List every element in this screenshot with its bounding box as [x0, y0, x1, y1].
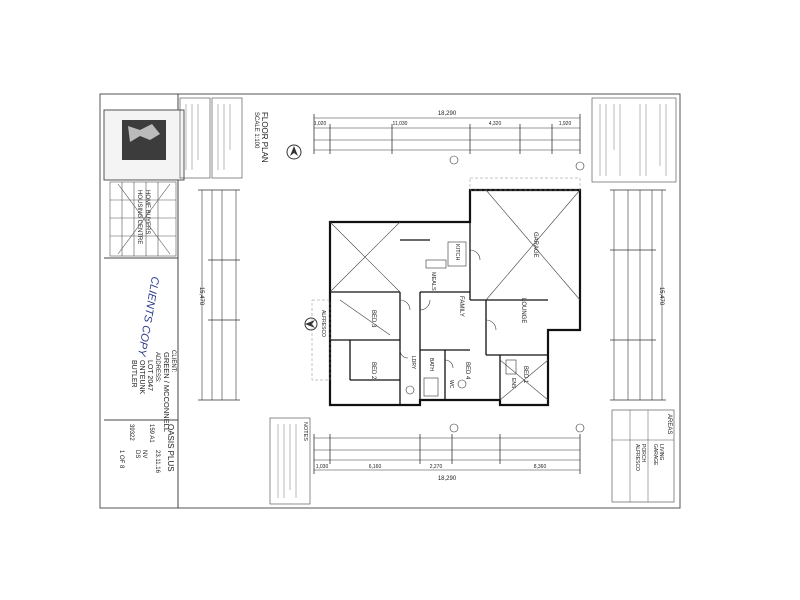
room-bath: BATH: [428, 358, 434, 371]
plan-date: 23.11.16: [154, 450, 160, 474]
overall-dimension-bottom: 18,290: [438, 476, 457, 482]
notes-top-left: [179, 97, 243, 179]
roof-diagonals: [329, 189, 581, 401]
schedule-heading: AREAS: [666, 414, 672, 434]
address-street: ONTEUNK: [138, 360, 145, 395]
room-alfresco: ALFRESCO: [320, 310, 326, 337]
room-meals: MEALS: [430, 272, 436, 291]
room-bed2: BED 2: [370, 362, 376, 380]
notes-heading: NOTES: [302, 422, 308, 441]
room-bed1: BED 1: [522, 366, 528, 384]
plan-code: 159 A1: [148, 424, 154, 443]
notes-top-right: [591, 97, 677, 183]
section-markers: [449, 155, 585, 433]
dimension-bottom-2: 6,160: [369, 464, 382, 470]
room-wc: WC: [448, 380, 454, 389]
north-arrow-icon: [286, 144, 302, 160]
address-lot: LOT 2047: [146, 360, 153, 391]
schedule-row-2: GARAGE: [652, 444, 658, 466]
dimension-top-2: 11,030: [393, 121, 408, 127]
overall-dimension-right: 15,470: [658, 287, 664, 306]
drawn-by: NV: [141, 450, 147, 458]
checked-by: DS: [134, 450, 140, 458]
room-ensuite: ENS: [510, 378, 516, 389]
room-bed3: BED 3: [370, 310, 376, 328]
area-schedule: AREAS LIVING GARAGE PORCH ALFRESCO: [611, 409, 675, 503]
company-name-line2: HOUSING CENTRE: [136, 190, 142, 244]
sheet-border: [99, 93, 681, 509]
schedule-row-4: ALFRESCO: [634, 444, 640, 471]
room-kitchen: KITCH: [454, 244, 460, 261]
logo-mark-icon: [128, 124, 160, 142]
notes-bottom-left: NOTES: [269, 417, 311, 505]
sheet-number: 1 OF 8: [118, 450, 124, 469]
company-name-line1: HOME BUYERS: [144, 190, 150, 234]
dimension-bottom-4: 8,360: [534, 464, 547, 470]
room-lounge: LOUNGE: [520, 298, 526, 323]
company-logo: [122, 120, 166, 160]
alfresco-hatch: [311, 177, 581, 381]
dimension-ticks: [198, 114, 666, 474]
revision-table: [109, 181, 177, 257]
room-bed4: BED 4: [464, 362, 470, 380]
job-number: 39322: [128, 424, 134, 441]
fixtures: [405, 241, 517, 397]
dimension-top-4: 1,920: [559, 121, 572, 127]
overall-dimension-left: 15,470: [198, 287, 204, 306]
client-label: CLIENT:: [170, 350, 176, 373]
design-name: OASIS PLUS: [166, 424, 175, 472]
dimension-top-1: 1,020: [314, 121, 327, 127]
door-swings: [399, 249, 497, 369]
room-family: FAMILY: [458, 296, 464, 317]
dimension-lines: [201, 117, 663, 471]
north-arrow-icon-bottom: [304, 317, 318, 331]
scale-label: SCALE 1:100: [253, 112, 259, 149]
schedule-row-3: PORCH: [640, 444, 646, 462]
dimension-bottom-3: 2,270: [430, 464, 443, 470]
address-suburb: BUTLER: [130, 360, 137, 388]
room-garage: GARAGE: [532, 232, 538, 258]
sheet-title: FLOOR PLAN: [260, 112, 269, 163]
dimension-bottom-1: 1,030: [316, 464, 329, 470]
client-name: GREEN / MCCONNELL: [162, 352, 171, 432]
overall-dimension-top: 18,290: [438, 111, 457, 117]
room-ldry: LDRY: [410, 356, 416, 370]
address-label: ADDRESS:: [154, 352, 160, 383]
schedule-row-1: LIVING: [658, 444, 664, 461]
dimension-top-3: 4,320: [489, 121, 502, 127]
